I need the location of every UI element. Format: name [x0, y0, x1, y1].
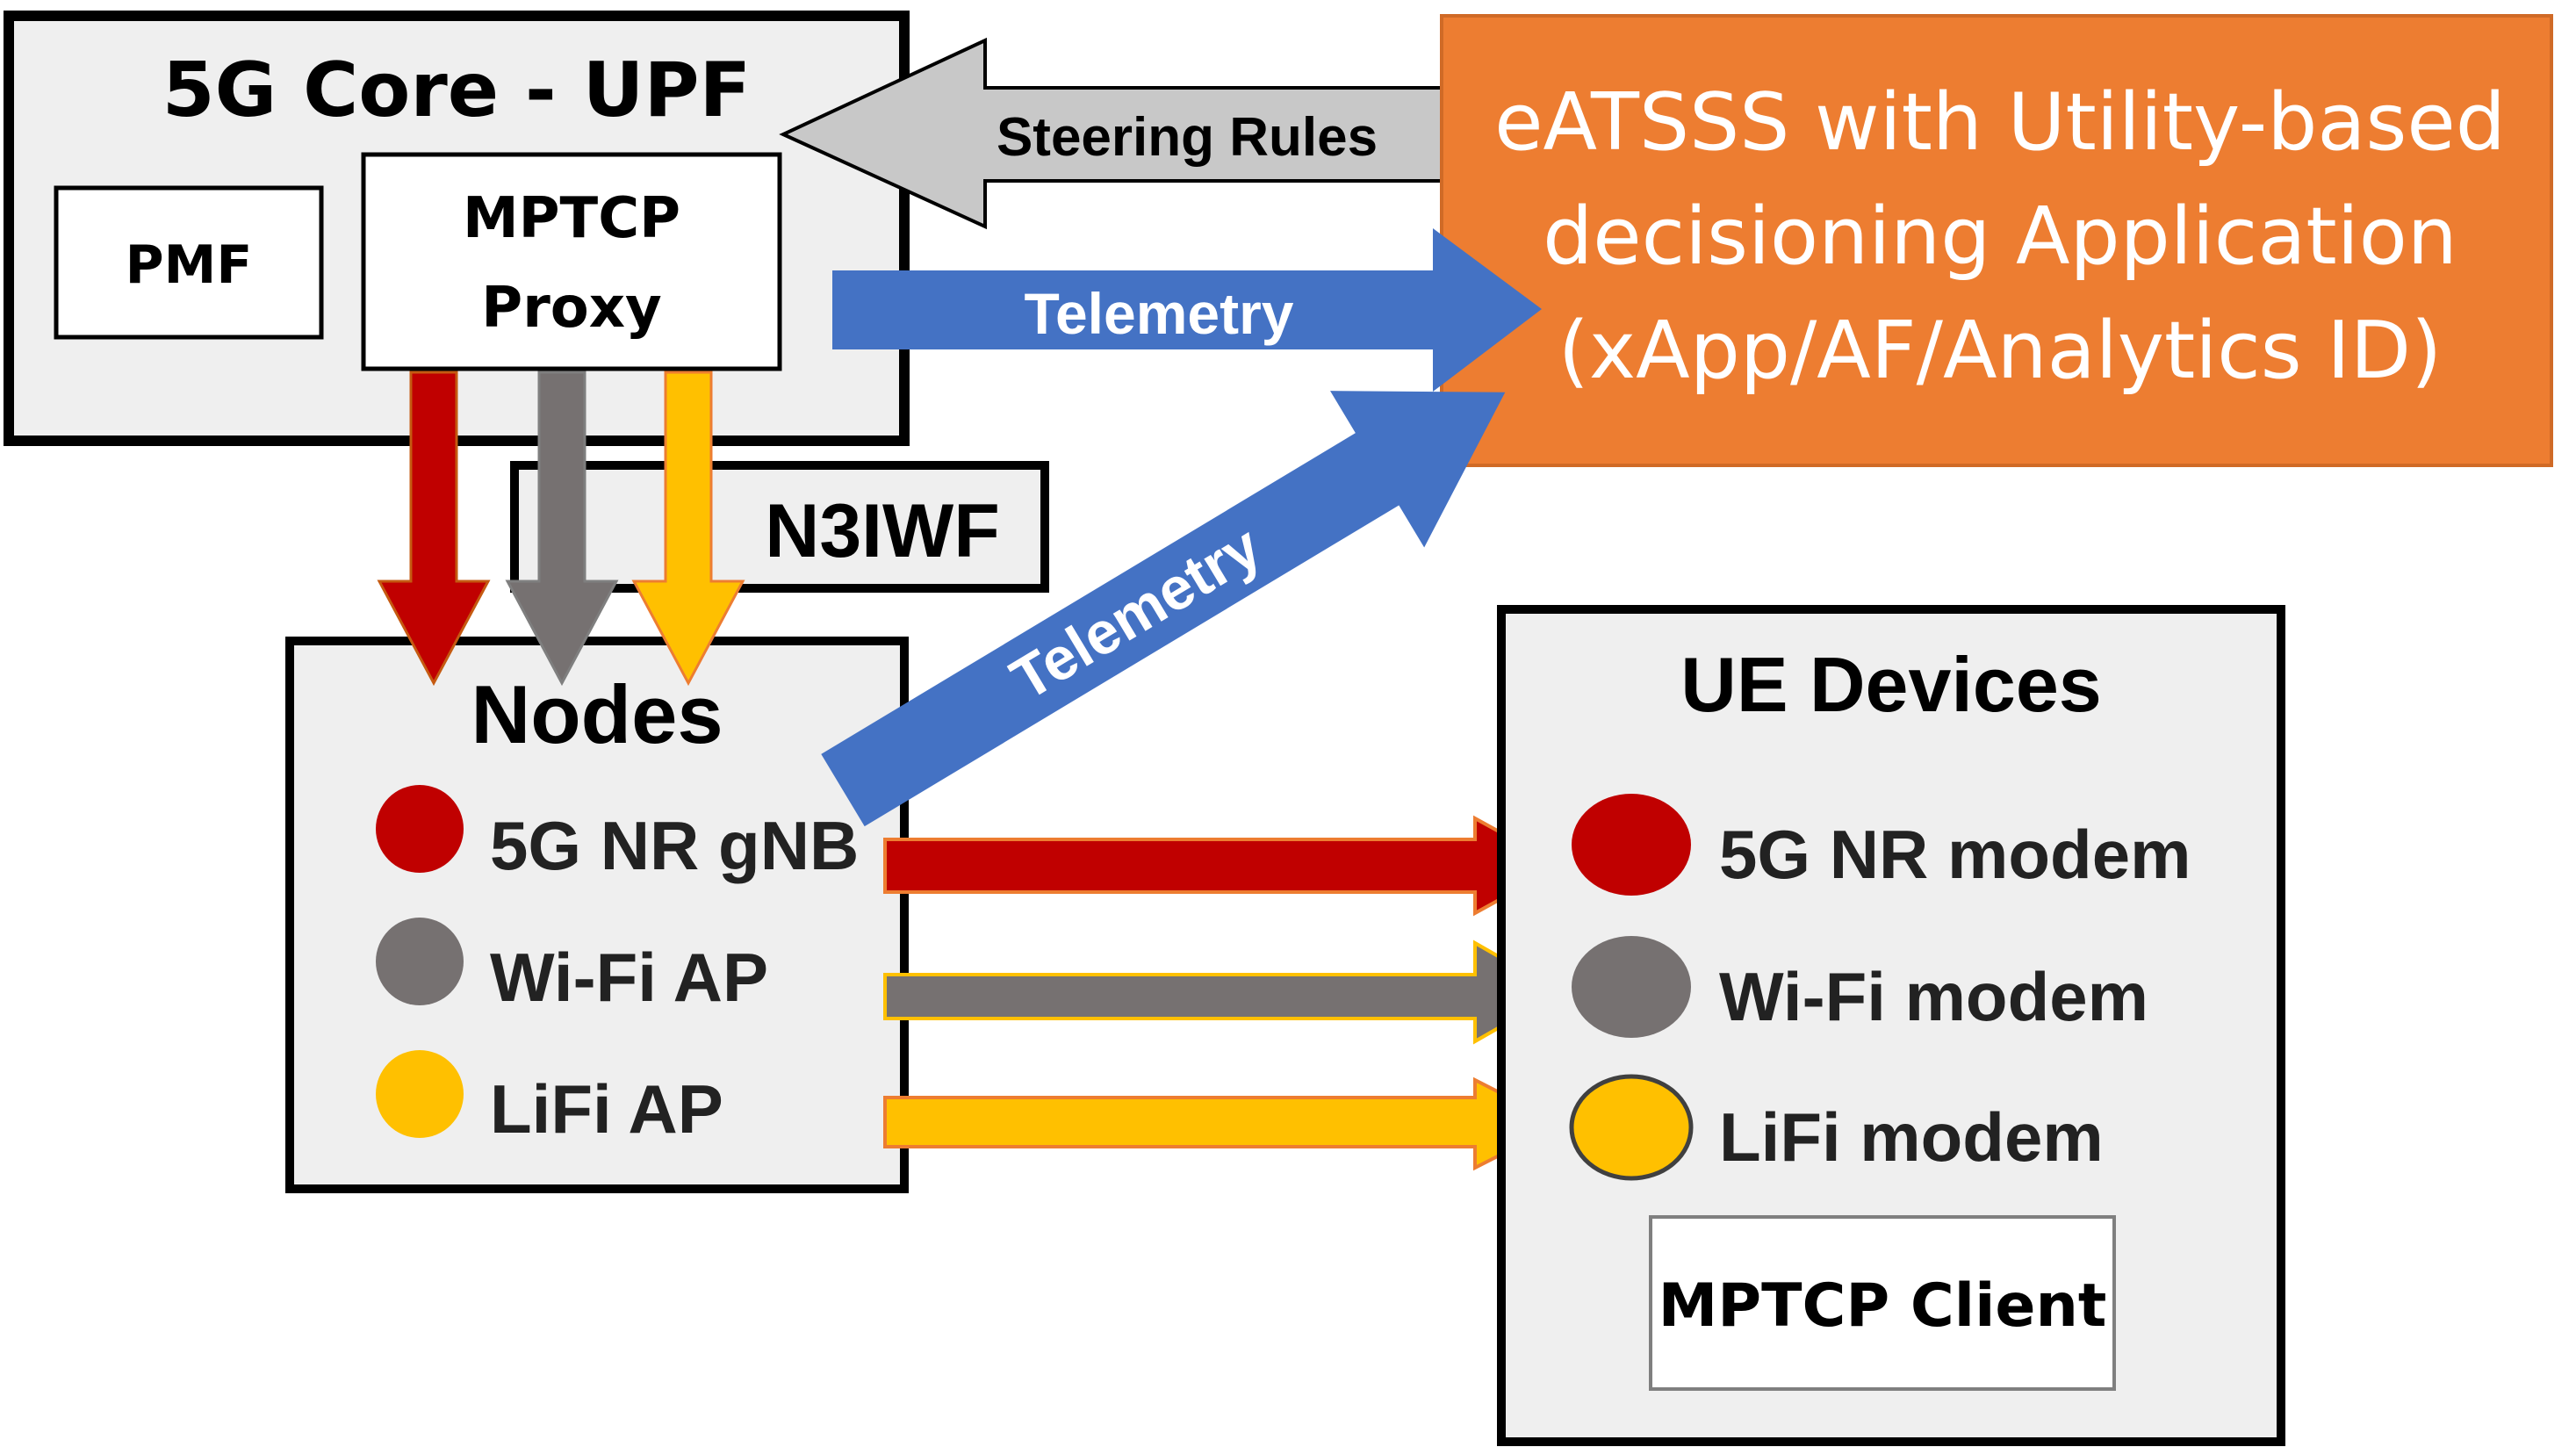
wifi-modem-dot: [1572, 936, 1691, 1038]
lifi-ap-label: LiFi AP: [490, 1070, 723, 1148]
down-arrow-yellow: [631, 371, 745, 687]
app-line-2: decisioning Application: [1543, 191, 2457, 283]
n3iwf-box: N3IWF: [510, 461, 1049, 593]
steering-label: Steering Rules: [997, 107, 1378, 168]
pmf-label: PMF: [126, 234, 253, 296]
wifi-modem-label: Wi-Fi modem: [1719, 958, 2148, 1035]
link-arrow-5g: [883, 815, 1565, 917]
gnb-label: 5G NR gNB: [490, 807, 859, 884]
nr-modem-label: 5G NR modem: [1719, 816, 2191, 893]
core-title: 5G Core - UPF: [162, 47, 752, 134]
telemetry-arrow-top: Telemetry: [832, 228, 1542, 392]
link-arrow-wifi: [883, 939, 1565, 1045]
link-arrow-lifi: [883, 1076, 1565, 1171]
lifi-modem-dot: [1569, 1074, 1694, 1181]
core-upf-box: 5G Core - UPF PMF MPTCP Proxy: [4, 11, 910, 446]
mptcp-client-label: MPTCP Client: [1659, 1271, 2107, 1341]
app-box: eATSSS with Utility-based decisioning Ap…: [1440, 14, 2553, 467]
proxy-label-2: Proxy: [481, 276, 661, 341]
telemetry-top-label: Telemetry: [1025, 281, 1294, 346]
lifi-ap-dot: [376, 1050, 464, 1138]
wifi-ap-label: Wi-Fi AP: [490, 939, 768, 1016]
ue-devices-box: UE Devices 5G NR modem Wi-Fi modem LiFi …: [1497, 605, 2285, 1446]
gnb-dot: [376, 785, 464, 873]
down-arrow-gray: [505, 371, 619, 687]
ue-title: UE Devices: [1680, 641, 2101, 728]
steering-rules-arrow: Steering Rules: [779, 37, 1494, 230]
wifi-ap-dot: [376, 918, 464, 1005]
app-line-1: eATSSS with Utility-based: [1494, 76, 2506, 169]
nr-modem-dot: [1572, 794, 1691, 896]
n3iwf-label: N3IWF: [765, 489, 1000, 573]
lifi-modem-label: LiFi modem: [1719, 1098, 2104, 1176]
nodes-box: Nodes 5G NR gNB Wi-Fi AP LiFi AP: [285, 637, 909, 1193]
down-arrow-red: [377, 371, 491, 687]
proxy-label-1: MPTCP: [463, 186, 680, 251]
nodes-title: Nodes: [471, 668, 723, 760]
app-line-3: (xApp/AF/Analytics ID): [1558, 305, 2442, 397]
